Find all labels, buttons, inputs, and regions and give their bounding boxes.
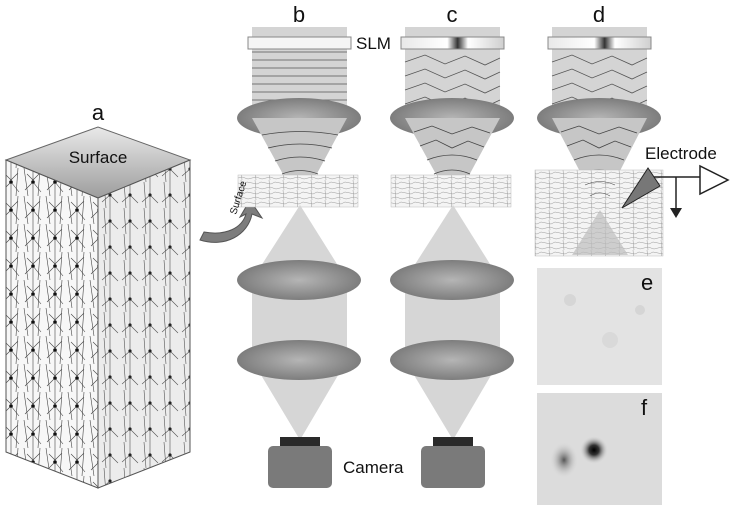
panel-b-setup: [237, 27, 361, 488]
panel-e-image: [537, 268, 662, 385]
camera-icon-b: [268, 446, 332, 488]
panel-label-c: c: [447, 2, 458, 27]
panel-label-d: d: [593, 2, 605, 27]
slm-label: SLM: [356, 34, 391, 53]
panel-label-f: f: [641, 395, 648, 420]
cortex-block: Surface: [4, 126, 192, 489]
panel-f-image: [537, 393, 662, 505]
camera-icon-c: [421, 446, 485, 488]
amplifier-icon: [699, 164, 730, 196]
electrode-label: Electrode: [645, 144, 717, 163]
panel-label-e: e: [641, 270, 653, 295]
camera-label: Camera: [343, 458, 404, 477]
camera-sensor-b: [280, 437, 320, 446]
camera-sensor-c: [433, 437, 473, 446]
panel-c-setup: [390, 27, 514, 488]
panel-label-a: a: [92, 100, 105, 125]
surface-label: Surface: [69, 148, 128, 167]
panel-label-b: b: [293, 2, 305, 27]
panel-d-setup: [534, 27, 730, 257]
